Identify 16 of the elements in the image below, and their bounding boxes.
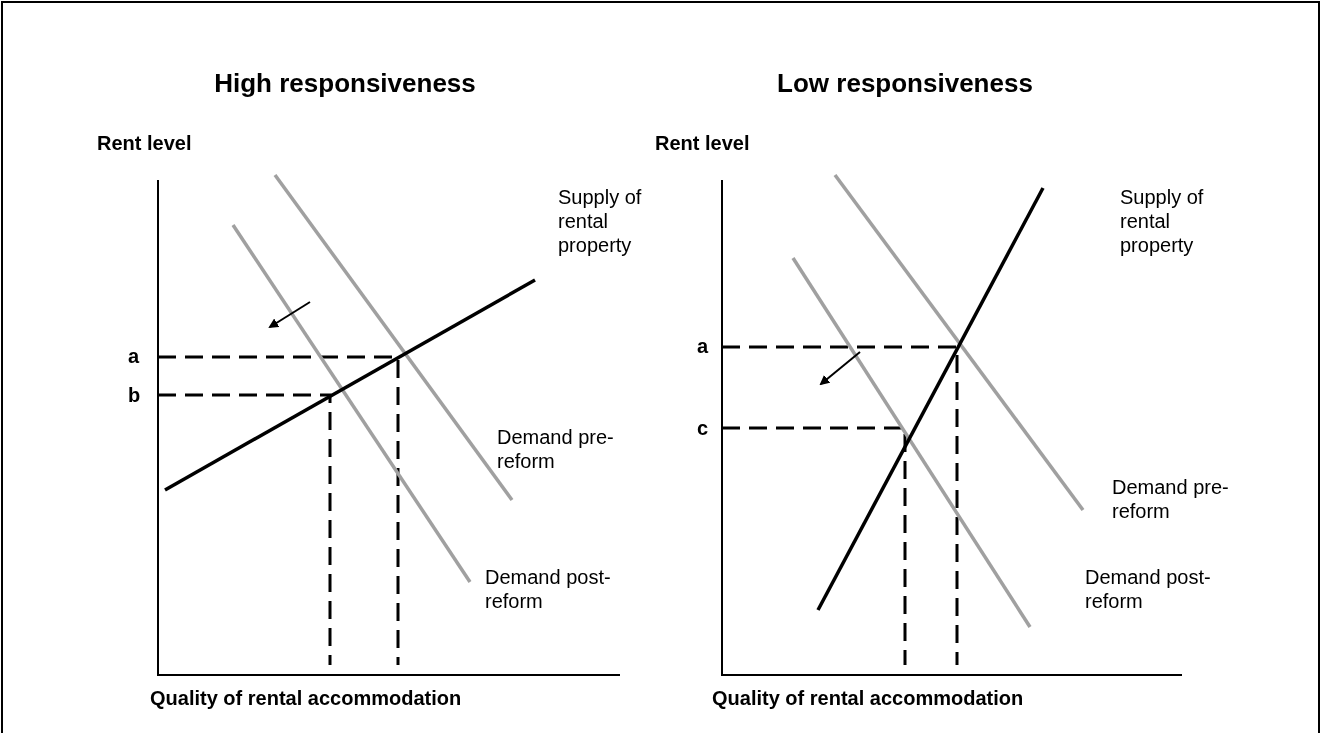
curve-label: Supply of rental property [558,185,643,257]
curve-label: Demand pre-reform [1112,475,1230,523]
axis-label: Quality of rental accommodation [712,686,1025,710]
curve-label: Demand post-reform [1085,565,1212,613]
curve-label: Supply of rental property [1120,185,1205,257]
curve-label: Demand post-reform [485,565,612,613]
title-text: High responsiveness [213,68,477,100]
point-label: a [697,334,710,358]
axis-label: Rent level [97,131,193,155]
curve-label: Demand pre-reform [497,425,615,473]
axis-label: Rent level [655,131,751,155]
point-label: b [128,383,142,407]
point-label: a [128,344,141,368]
axis-label: Quality of rental accommodation [150,686,463,710]
title-text: Low responsiveness [776,68,1034,100]
point-label: c [697,416,710,440]
